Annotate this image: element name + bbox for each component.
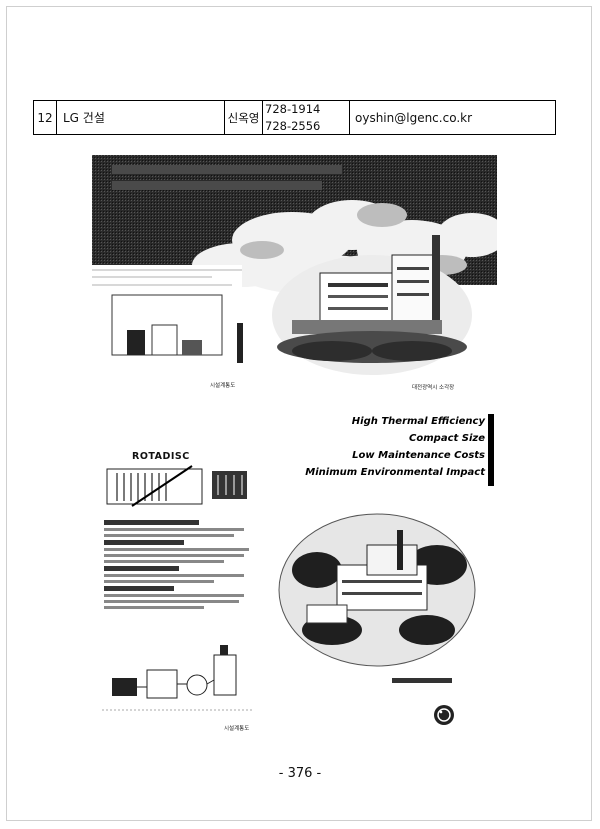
- feature-bar: [488, 414, 494, 486]
- entry-number: 12: [34, 101, 57, 134]
- text-block: [104, 566, 254, 583]
- incinerator-building: [277, 235, 467, 363]
- page-border: [6, 6, 592, 821]
- text-block: [104, 520, 254, 537]
- lg-logo-icon: [434, 705, 454, 725]
- contact-info-table: 12 LG 건설 신옥영 728-1914 728-2556 oyshin@lg…: [33, 100, 556, 135]
- plant-photo-collage: 시설계통도 대전광역시 소각장: [92, 155, 497, 395]
- feature-item: Compact Size: [409, 433, 485, 444]
- feature-item: Minimum Environmental Impact: [305, 467, 485, 478]
- diagram-caption-1: 시설계통도: [210, 381, 235, 389]
- feature-item: High Thermal Efficiency: [351, 416, 485, 427]
- feature-list: High Thermal Efficiency Compact Size Low…: [305, 413, 485, 481]
- email-address: oyshin@lgenc.co.kr: [355, 110, 473, 125]
- product-name: ROTADISC: [132, 451, 190, 462]
- text-block: [104, 586, 254, 609]
- text-block: [104, 540, 254, 563]
- photo-caption-1: 대전광역시 소각장: [412, 383, 454, 391]
- contact-person: 신옥영: [225, 101, 263, 134]
- phone-number-2: 728-2556: [265, 118, 321, 133]
- system-flow-diagram: 시설계통도: [102, 645, 252, 732]
- company-name: LG 건설: [57, 101, 225, 134]
- description-text-block: [104, 520, 254, 612]
- facility-aerial-photo: [278, 513, 476, 667]
- brochure-scan: 시설계통도 대전광역시 소각장 High Thermal Efficiency …: [92, 155, 497, 737]
- page-number: - 376 -: [278, 766, 322, 781]
- feature-item: Low Maintenance Costs: [352, 450, 485, 461]
- photo-caption-2: [392, 678, 452, 685]
- rotadisc-diagram: [106, 465, 247, 507]
- diagram-caption-2: 시설계통도: [224, 724, 249, 732]
- phone-number-1: 728-1914: [265, 101, 321, 116]
- phone-numbers: 728-1914 728-2556: [263, 101, 350, 134]
